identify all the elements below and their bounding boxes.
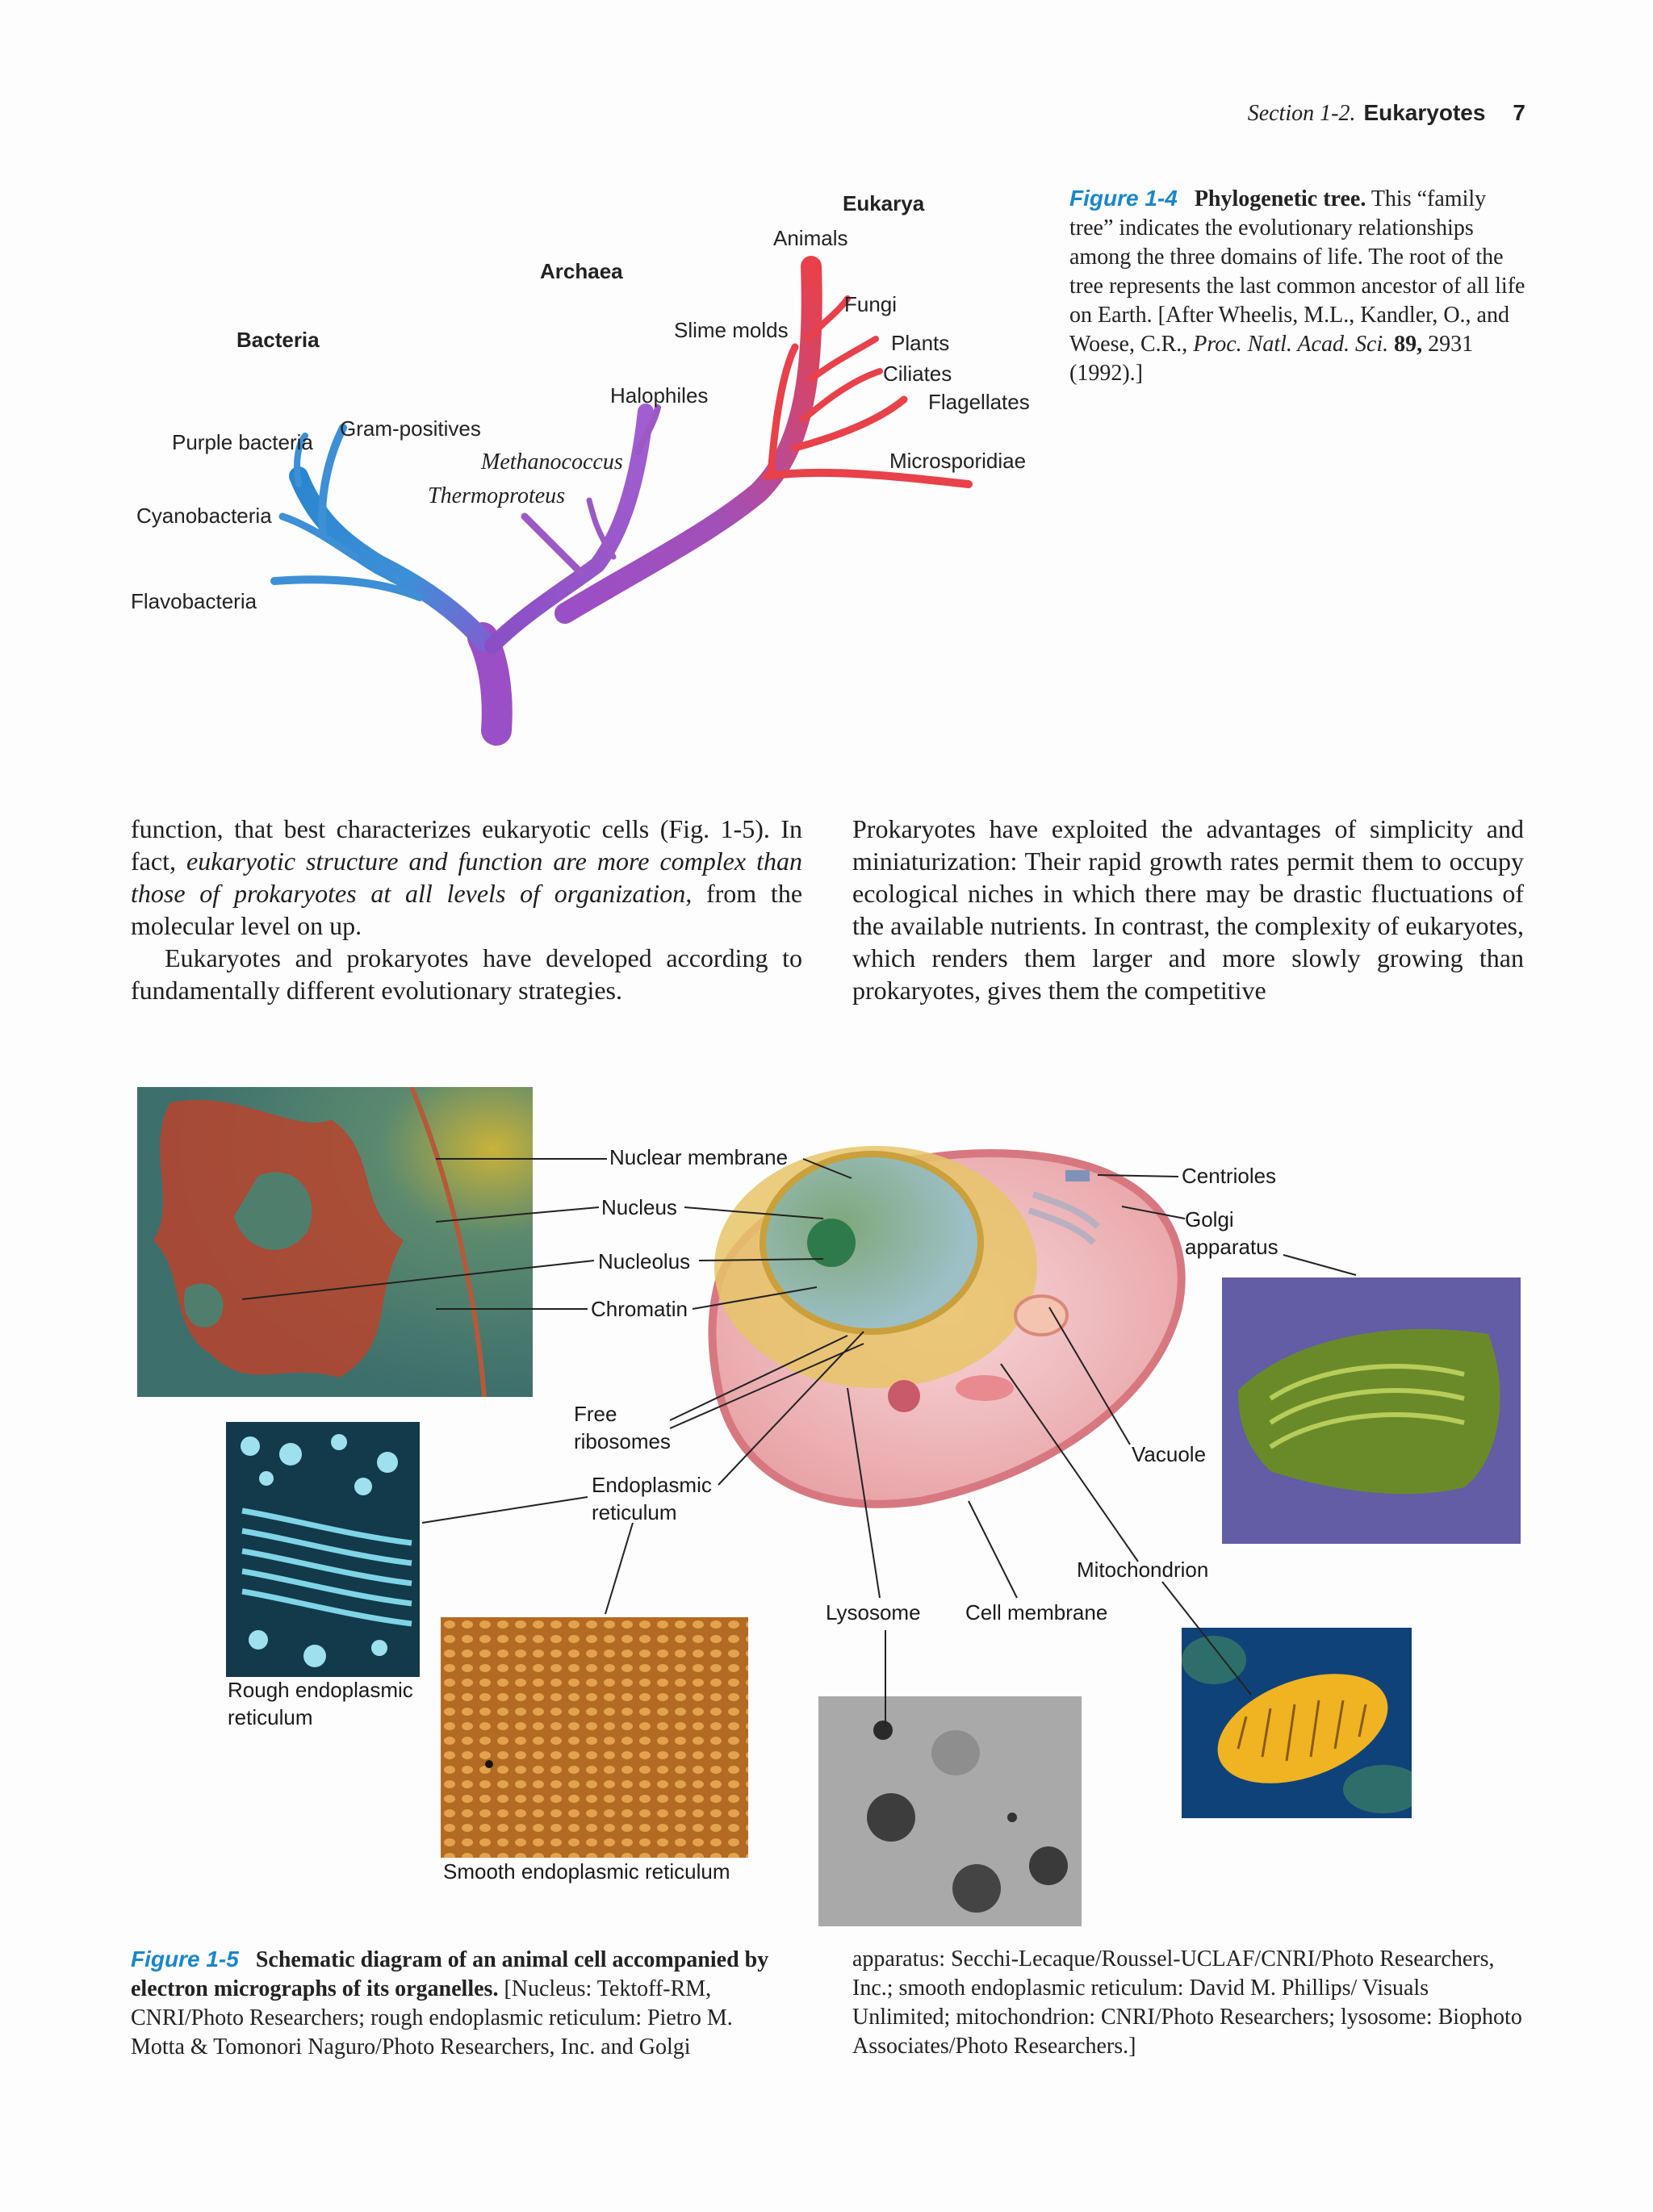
domain-label-bacteria: Bacteria [236, 328, 320, 352]
figure-1-4-text-end: 2931 (1992).] [1069, 332, 1474, 386]
body-column-left: function, that best characterizes eukary… [131, 813, 802, 1006]
section-title: Eukaryotes [1363, 100, 1486, 125]
golgi-micrograph [1222, 1277, 1521, 1544]
bacteria-branch-gram-positives [318, 424, 347, 537]
leaf-label-plants: Plants [891, 331, 950, 355]
label-smooth-er: Smooth endoplasmic reticulum [443, 1859, 730, 1884]
label-vacuole: Vacuole [1132, 1442, 1207, 1466]
leaf-label-gram-positives: Gram-positives [340, 416, 481, 441]
smooth-er-micrograph [441, 1617, 748, 1858]
leaf-label-fungi: Fungi [844, 292, 898, 316]
nucleus-micrograph [137, 1087, 533, 1397]
mitochondrion-micrograph [1182, 1628, 1412, 1818]
eukarya-branch-plants [808, 336, 879, 383]
rough-er-micrograph [226, 1422, 420, 1677]
bacteria-main-branch [289, 466, 494, 651]
body-text: function, that best characterizes eukary… [131, 814, 802, 876]
nucleolus-shape [807, 1219, 856, 1267]
figure-1-4-text: This “family tree” indicates the evoluti… [1069, 186, 1525, 357]
nucleus-shape [760, 1151, 984, 1335]
label-rough-er-line-2: reticulum [228, 1705, 313, 1729]
leaf-label-flagellates: Flagellates [928, 390, 1030, 414]
figure-1-4-label: Figure 1-4 [1069, 186, 1178, 211]
figure-1-4-caption: Figure 1-4 Phylogenetic tree. This “fami… [1069, 184, 1525, 388]
body-column-right: Prokaryotes have exploited the advantage… [852, 813, 1524, 1006]
leaf-label-halophiles: Halophiles [610, 383, 709, 408]
label-er-line-2: reticulum [592, 1500, 677, 1524]
eukarya-branch-fungi [804, 295, 851, 342]
label-mitochondrion: Mitochondrion [1077, 1558, 1209, 1582]
body-text: from the molecular level on up. [131, 879, 803, 940]
label-lysosome: Lysosome [826, 1600, 921, 1625]
label-centrioles: Centrioles [1182, 1164, 1277, 1188]
label-free-ribosomes-line-2: ribosomes [574, 1429, 671, 1453]
domain-label-eukarya: Eukarya [843, 191, 925, 215]
mitochondrion-shape [956, 1375, 1014, 1401]
body-paragraph: function, that best characterizes eukary… [131, 813, 802, 942]
figure-1-5-title: Schematic diagram of an animal cell acco… [131, 1947, 769, 2001]
label-chromatin: Chromatin [591, 1297, 688, 1321]
body-text-emphasis: eukaryotic structure and function are mo… [131, 847, 803, 908]
domain-label-archaea: Archaea [540, 259, 623, 283]
golgi-apparatus-shape [1027, 1191, 1100, 1245]
label-cell-membrane: Cell membrane [965, 1600, 1108, 1625]
phylogenetic-tree-diagram [270, 256, 973, 746]
eukarya-main-branch [554, 256, 822, 624]
archaea-branch-thermoproteus [521, 512, 585, 577]
label-nucleus: Nucleus [601, 1195, 677, 1219]
label-nuclear-membrane: Nuclear membrane [609, 1145, 789, 1169]
archaea-branch-halophiles [634, 404, 661, 455]
label-golgi-line-1: Golgi [1185, 1207, 1234, 1231]
figure-1-4-journal: Proc. Natl. Acad. Sci. [1193, 332, 1389, 357]
leaf-label-cyanobacteria: Cyanobacteria [136, 504, 272, 528]
leaf-label-flavobacteria: Flavobacteria [131, 589, 257, 613]
figure-1-4-volume: 89, [1394, 332, 1423, 357]
leaf-label-methanococcus: Methanococcus [481, 450, 623, 475]
figure-1-5-label: Figure 1-5 [131, 1946, 239, 1972]
archaea-main-branch [484, 404, 654, 654]
page-number: 7 [1513, 100, 1525, 125]
leaf-label-slime-molds: Slime molds [674, 318, 789, 342]
figure-1-4-title: Phylogenetic tree. [1194, 186, 1366, 211]
eukarya-branch-ciliates [800, 368, 883, 423]
bacteria-branch-cyano [278, 512, 359, 561]
body-paragraph: Prokaryotes have exploited the advantage… [852, 814, 1524, 1005]
bacteria-branch-purple [294, 433, 308, 487]
label-golgi-line-2: apparatus [1185, 1235, 1278, 1259]
eukarya-branch-microsporidiae [763, 468, 973, 488]
eukarya-branch-slime-molds [767, 343, 799, 480]
centrioles-shape [1065, 1170, 1090, 1181]
label-free-ribosomes-line-1: Free [574, 1402, 617, 1426]
label-rough-er-line-1: Rough endoplasmic [228, 1678, 413, 1702]
lysosome-micrograph [818, 1696, 1082, 1926]
section-number: Section 1-2. [1247, 101, 1356, 126]
leaf-label-thermoproteus: Thermoproteus [428, 483, 566, 508]
figure-1-5-credits: [Nucleus: Tektoff-RM, CNRI/Photo Researc… [131, 1976, 733, 2059]
vacuole-shape [1014, 1294, 1069, 1336]
archaea-branch-methanococcus [586, 497, 617, 560]
leaf-label-ciliates: Ciliates [883, 362, 952, 386]
bacteria-branch-flavo [270, 575, 424, 601]
eukarya-branch-flagellates [791, 395, 908, 452]
leaf-label-animals: Animals [773, 226, 848, 250]
leaf-label-microsporidiae: Microsporidiae [889, 449, 1027, 473]
running-header: Section 1-2. Eukaryotes 7 [1049, 100, 1525, 127]
lysosome-shape [888, 1380, 920, 1412]
figure-1-5-caption-right: apparatus: Secchi-Lecaque/Roussel-UCLAF/… [852, 1946, 1522, 2059]
leaf-label-purple-bacteria: Purple bacteria [172, 430, 313, 454]
animal-cell-diagram [708, 1146, 1186, 1508]
label-nucleolus: Nucleolus [598, 1249, 691, 1273]
label-er-line-1: Endoplasmic [592, 1473, 712, 1497]
body-paragraph: Eukaryotes and prokaryotes have develope… [131, 943, 802, 1005]
figure-1-5-caption-left: Figure 1-5 Schematic diagram of an anima… [131, 1945, 786, 2062]
